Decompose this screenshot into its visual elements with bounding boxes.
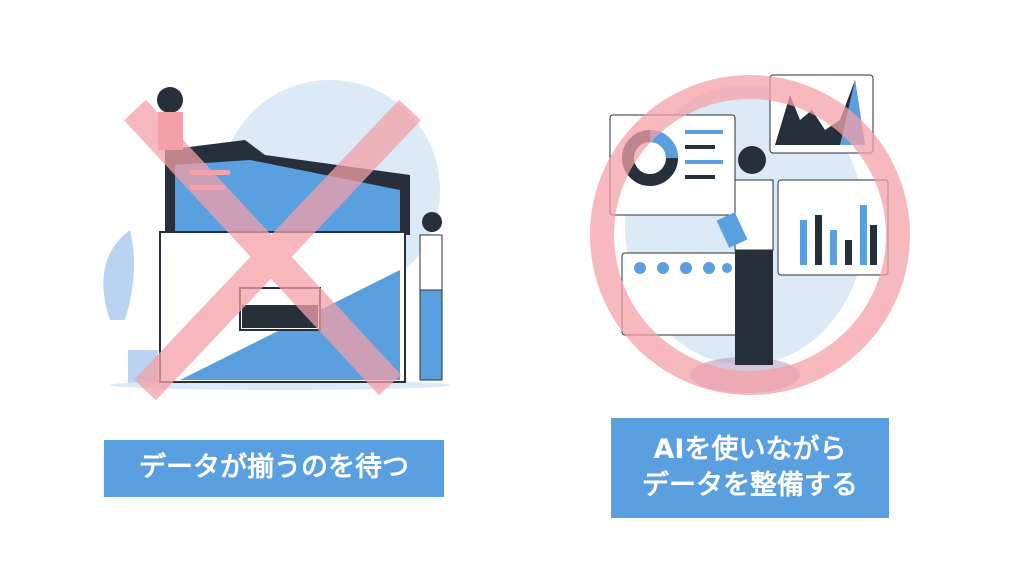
circle-mark bbox=[590, 75, 910, 395]
caption-right-line1: AIを使いながら bbox=[653, 433, 847, 465]
man-with-tablet bbox=[716, 146, 774, 365]
caption-right-line2: データを整備する bbox=[642, 470, 858, 501]
plant-icon bbox=[103, 230, 134, 320]
caption-use-ai: AIを使いながら データを整備する bbox=[611, 418, 889, 518]
cross-mark bbox=[124, 99, 421, 401]
caption-left-text: データが揃うのを待つ bbox=[139, 452, 409, 484]
man-figure bbox=[419, 212, 443, 381]
caption-wait-for-data: データが揃うのを待つ bbox=[104, 440, 444, 497]
